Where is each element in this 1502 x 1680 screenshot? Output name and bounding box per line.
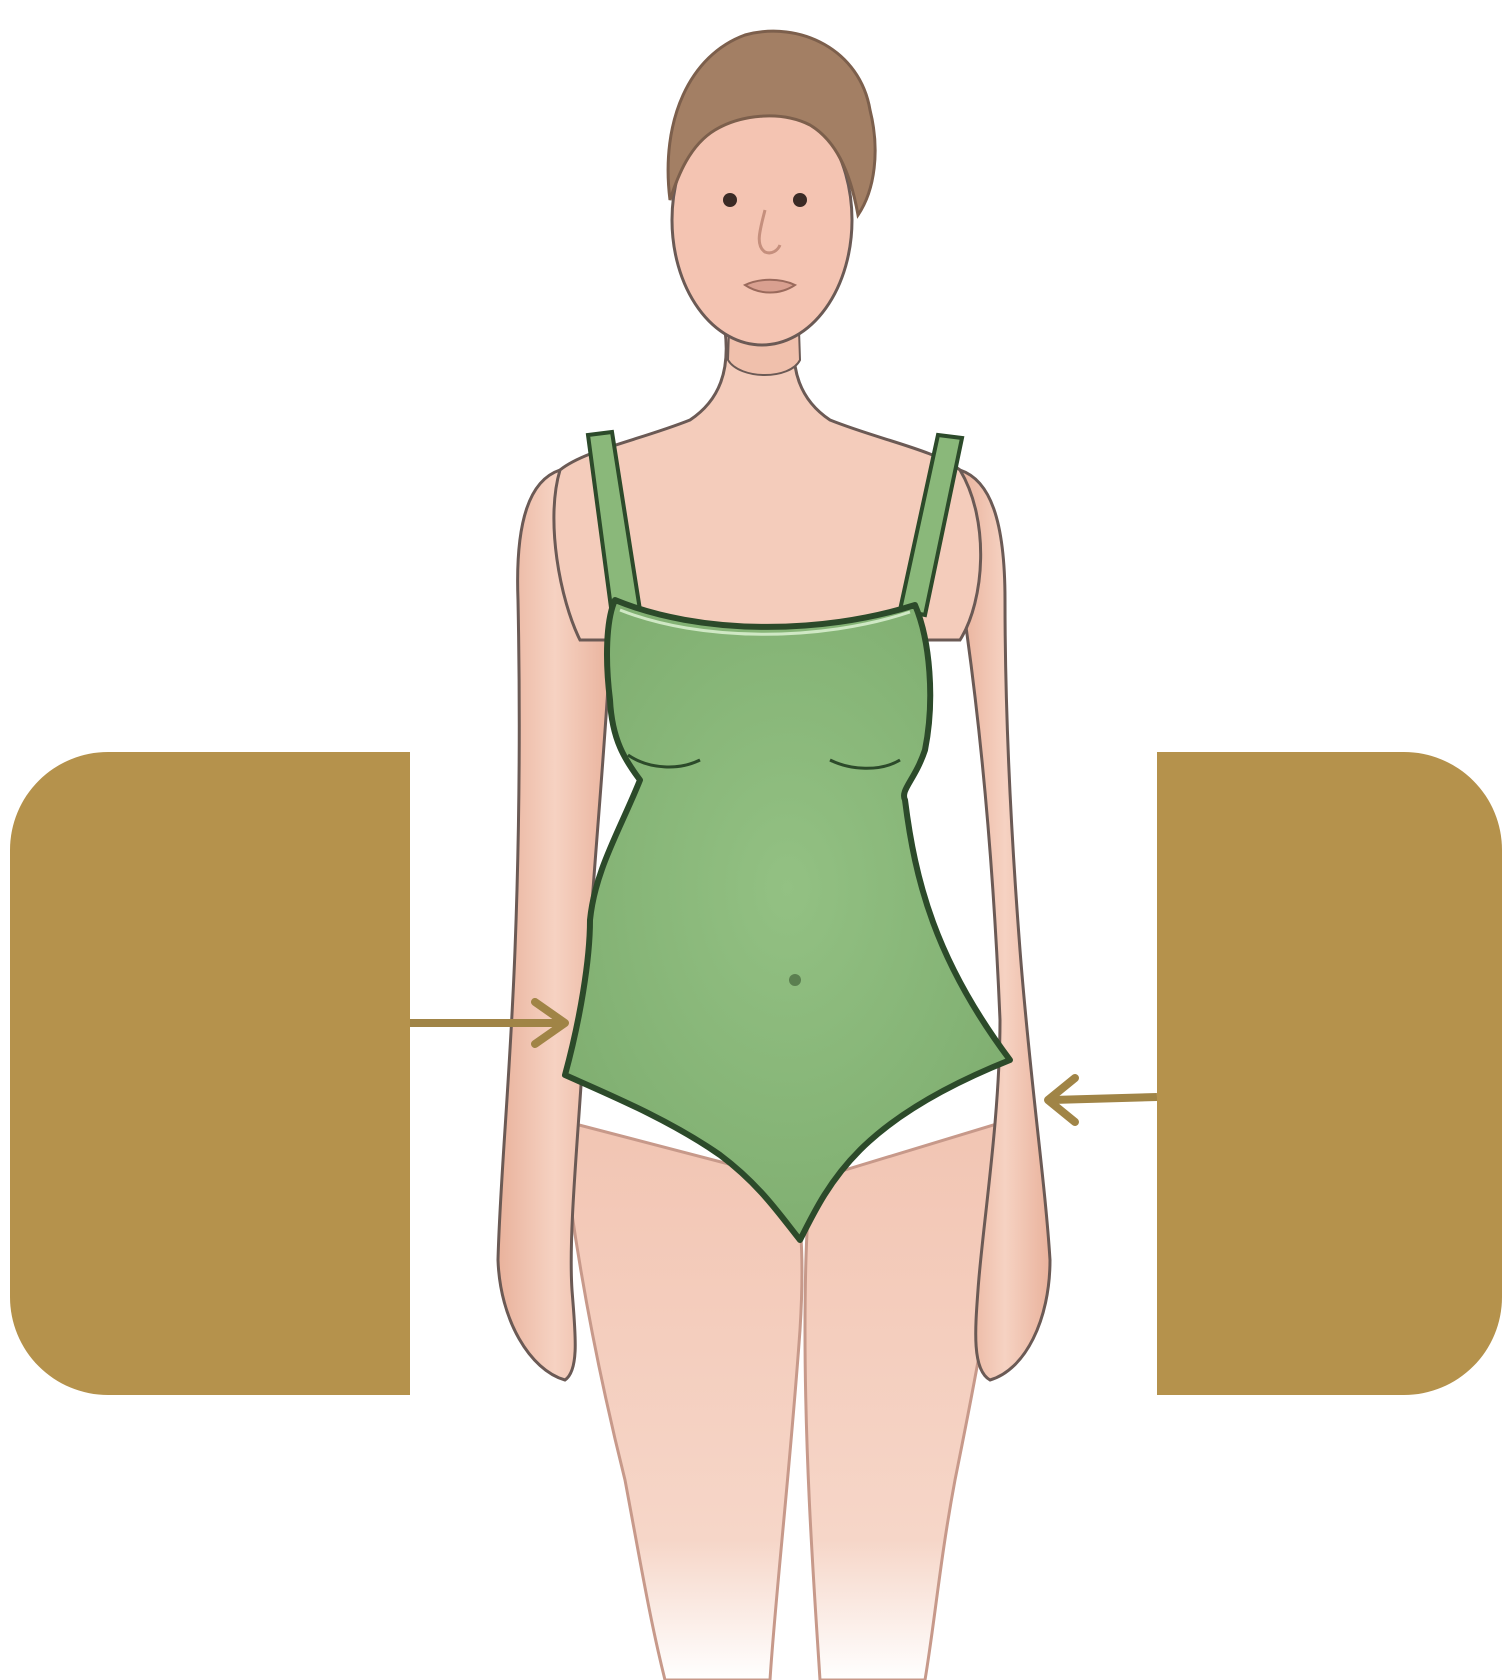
right-eye: [793, 193, 807, 207]
navel: [789, 974, 801, 986]
head: [668, 31, 875, 375]
left-label-box: [10, 752, 410, 1395]
right-arrow-shaft: [1052, 1097, 1157, 1100]
right-leg: [805, 1120, 1010, 1680]
left-leg: [560, 1120, 802, 1680]
left-eye: [723, 193, 737, 207]
right-label-box: [1157, 752, 1502, 1395]
